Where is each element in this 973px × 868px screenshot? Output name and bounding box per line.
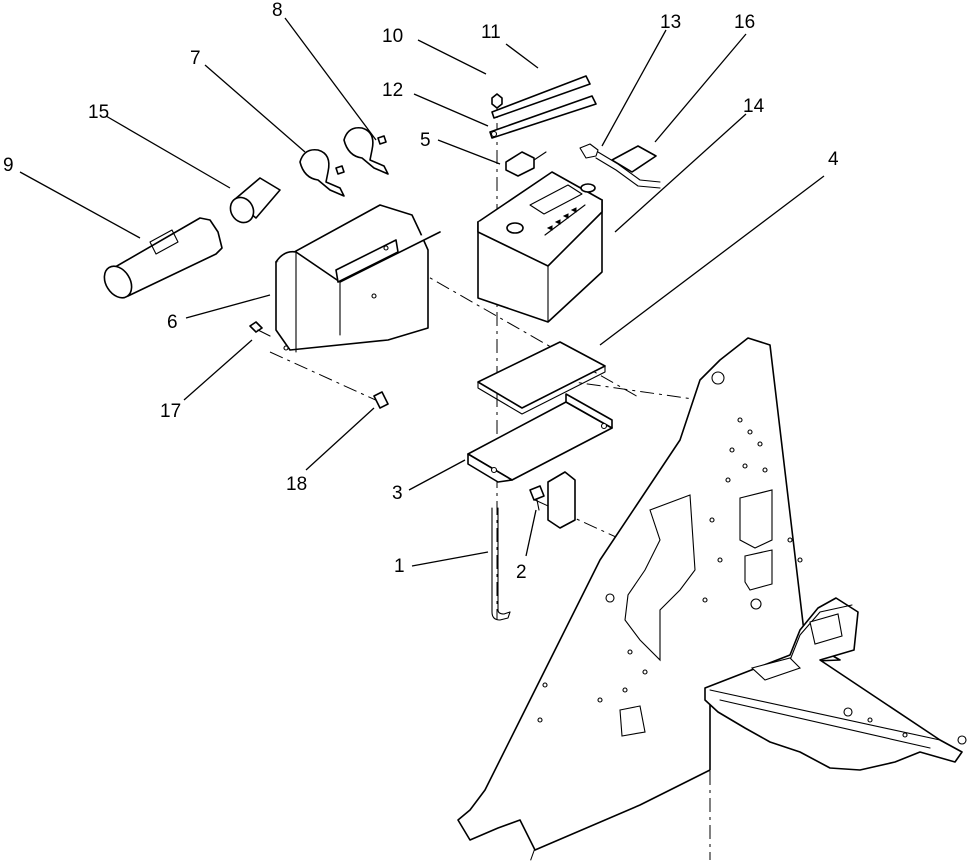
part-9-tube [103, 217, 223, 299]
part-15-sleeve [229, 177, 281, 224]
part-16-cable-boot [611, 145, 657, 173]
callout-16: 16 [734, 12, 755, 33]
part-17-screw [249, 321, 271, 337]
part-12-hold-down-bar [489, 95, 597, 139]
frame-cutout-upper [739, 489, 773, 549]
part-18-spacer [373, 391, 389, 409]
part-2-bolt [529, 485, 545, 511]
frame-floor-plate [704, 597, 963, 771]
part-1-j-bolt [491, 507, 511, 621]
part-8-clamp [343, 126, 389, 175]
part-6-battery-cover [275, 204, 441, 353]
part-3-battery-tray [467, 393, 613, 529]
callout-10: 10 [382, 26, 403, 47]
callout-5: 5 [420, 130, 431, 151]
part-10-nut [491, 93, 503, 109]
part-7-clamp [299, 148, 345, 197]
main-frame [457, 337, 967, 851]
callout-2: 2 [516, 562, 527, 583]
callout-15: 15 [88, 102, 109, 123]
callout-labels: 1 2 3 4 5 6 7 8 9 10 11 12 13 14 15 16 1… [3, 0, 839, 583]
callout-6: 6 [167, 312, 178, 333]
part-11-hold-down-bar [491, 75, 591, 119]
callout-9: 9 [3, 155, 14, 176]
part-13-battery-cable [579, 143, 661, 189]
cover-slot-bracket [335, 239, 399, 283]
callout-1: 1 [394, 556, 405, 577]
part-14-battery [477, 171, 603, 323]
frame-cutout-middle [744, 549, 773, 591]
callout-13: 13 [660, 12, 681, 33]
part-4-pad [477, 341, 606, 415]
callout-8: 8 [272, 0, 283, 21]
callout-3: 3 [392, 483, 403, 504]
frame-cutout-floor [750, 657, 802, 681]
callout-11: 11 [481, 22, 501, 43]
callout-17: 17 [160, 401, 181, 422]
frame-slot-lower [619, 705, 646, 737]
callout-7: 7 [190, 48, 201, 69]
callout-4: 4 [828, 149, 839, 170]
part-5-terminal-cover [505, 151, 547, 177]
frame-cutout-large [624, 494, 696, 662]
frame-slot-right [809, 613, 843, 645]
callout-14: 14 [743, 96, 765, 117]
callout-12: 12 [382, 80, 403, 101]
battery-label [529, 184, 583, 215]
callout-18: 18 [286, 474, 307, 495]
leader-lines [19, 17, 825, 567]
tray-bracket [547, 471, 576, 529]
